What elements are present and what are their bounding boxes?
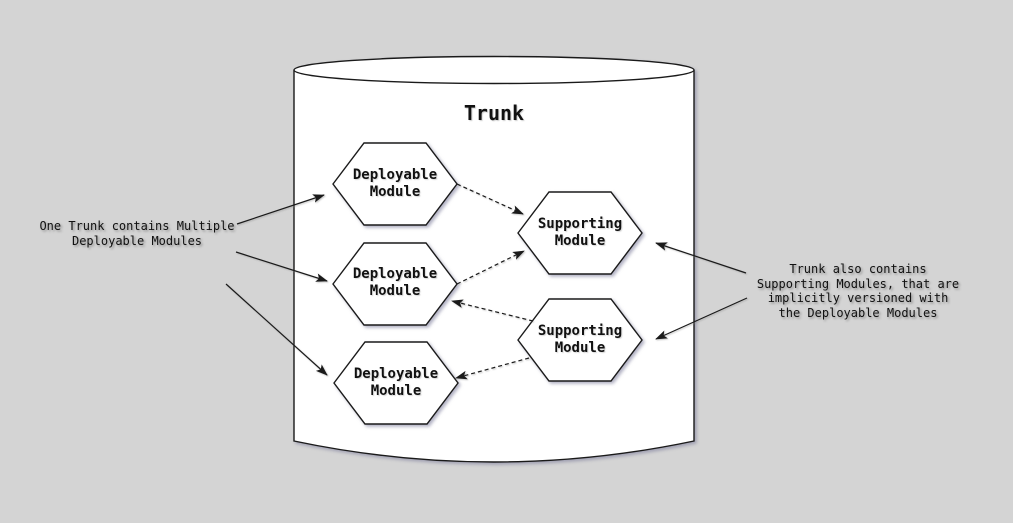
deployable-module-1-text: Deployable Module <box>352 167 438 200</box>
right-annotation: Trunk also contains Supporting Modules, … <box>756 262 960 320</box>
module-edges <box>451 183 534 380</box>
right-annotation-arrow-1 <box>655 242 747 274</box>
deployable-module-3-label: Deployable Module <box>334 342 458 424</box>
supporting-module-2-text: Supporting Module <box>537 323 623 356</box>
left-annotation-arrow-1 <box>236 194 325 225</box>
right-annotation-arrow-2 <box>655 297 748 340</box>
deployable-module-1-label: Deployable Module <box>333 143 457 225</box>
supporting-module-2-node <box>517 298 643 382</box>
deployable-module-2-text: Deployable Module <box>352 266 438 299</box>
supporting-module-1-label: Supporting Module <box>518 192 642 274</box>
supporting-module-2-label: Supporting Module <box>518 299 642 381</box>
edge-deployable2-to-supporting1 <box>456 250 525 285</box>
deployable-module-2-label: Deployable Module <box>333 242 457 324</box>
trunk-label: Trunk <box>463 101 525 125</box>
left-annotation: One Trunk contains Multiple Deployable M… <box>39 219 235 248</box>
edge-deployable1-to-supporting1 <box>456 183 524 215</box>
deployable-module-3-text: Deployable Module <box>353 366 439 399</box>
left-annotation-arrow-3 <box>225 283 328 376</box>
deployable-module-3-node <box>333 341 459 425</box>
supporting-module-1-text: Supporting Module <box>537 216 623 249</box>
edge-supporting2-to-deployable3 <box>455 357 530 380</box>
annotation-arrows <box>225 194 748 376</box>
left-annotation-arrow-2 <box>235 251 328 282</box>
trunk-cylinder-top <box>293 55 695 85</box>
supporting-module-1-node <box>517 191 643 275</box>
